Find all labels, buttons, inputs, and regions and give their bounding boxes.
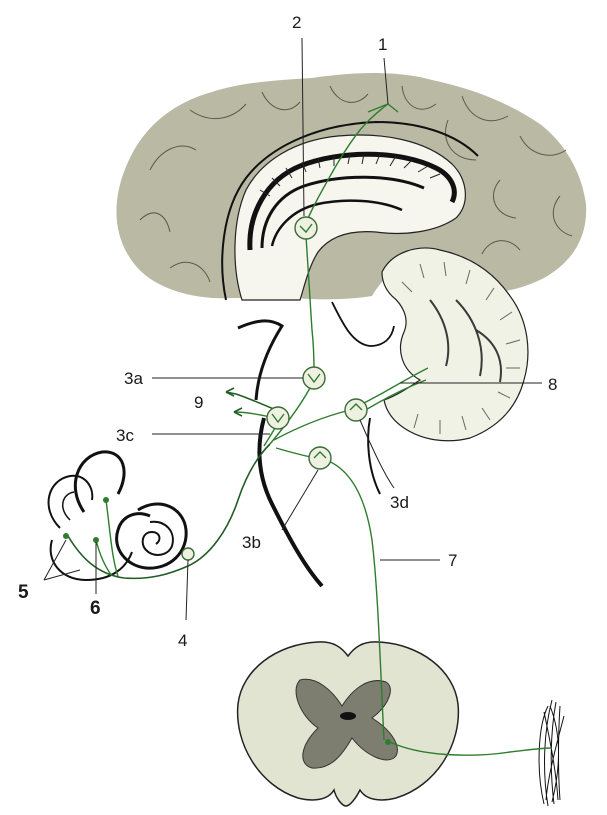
label-3a: 3a [124,369,143,388]
thalamic-nucleus [295,217,317,239]
hair-cell-1 [103,497,109,503]
label-1: 1 [378,35,387,54]
nucleus-3b [309,447,331,469]
brainstem-outline-left [238,321,282,400]
label-3d: 3d [390,493,409,512]
semicircular-canal-inner [63,492,74,520]
leader-3b [282,470,318,530]
labyrinth [49,452,187,580]
motor-neuron [385,739,391,745]
brainstem-outline-right [332,302,394,346]
label-3c: 3c [116,426,134,445]
label-5: 5 [18,582,29,603]
cochlea-inner [143,522,173,555]
leader-3d-curve [360,420,394,488]
nucleus-3a [303,367,325,389]
inferior-peduncle [368,418,380,494]
hair-cell-3 [63,533,69,539]
label-2: 2 [292,13,301,32]
label-3b: 3b [242,533,261,552]
brainstem-column [259,418,322,586]
spinal-cord [238,642,459,806]
vestibular-nerve-branch [96,540,112,576]
label-9: 9 [194,393,203,412]
label-8: 8 [548,375,557,394]
label-6: 6 [90,598,101,619]
label-7: 7 [448,551,457,570]
central-canal [340,712,356,720]
nucleus-3c [267,407,289,429]
semicircular-canal-mid [49,476,93,528]
muscle-fibers [539,700,564,806]
skeletal-muscle [539,700,564,806]
cerebrum [116,73,586,300]
semicircular-canal-outer [75,452,124,512]
label-4: 4 [178,631,187,650]
medial-longitudinal-fasciculus [226,392,276,410]
vestibular-nerve [68,444,270,578]
vestibular-ganglion [182,548,194,560]
nucleus-3d [345,399,367,421]
cochlea-outer [117,504,187,568]
leader-4 [186,560,188,620]
